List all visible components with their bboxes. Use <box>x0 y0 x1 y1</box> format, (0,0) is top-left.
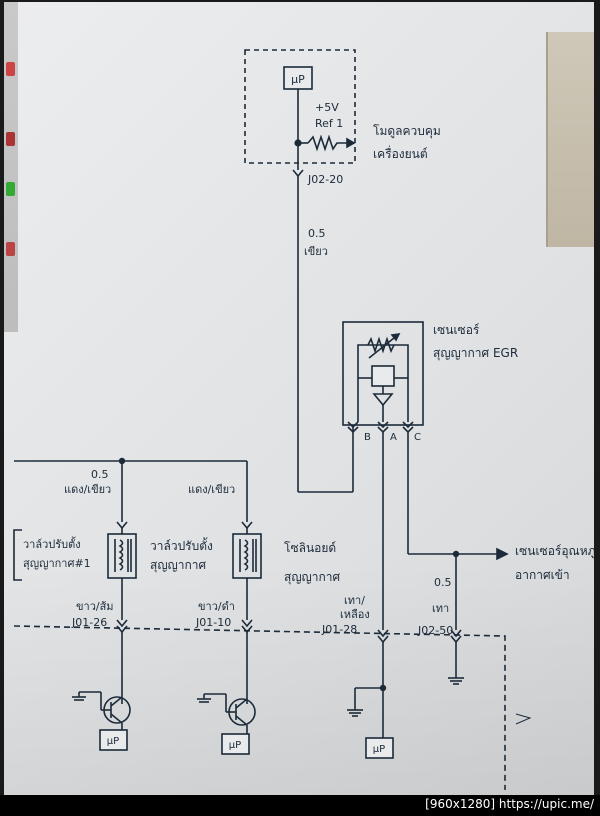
pin-j01-28: J01-28 <box>321 623 357 636</box>
wire-color-label: เขียว <box>304 245 328 258</box>
red-marker <box>6 132 15 146</box>
pin-a-label: A <box>390 432 397 443</box>
valve-label-line1: วาล์วปรับตั้ง <box>150 537 213 553</box>
egr-sensor-chip <box>371 365 395 387</box>
solenoid-label-line1: โซลินอยด์ <box>284 541 336 555</box>
microprocessor-box <box>99 729 128 751</box>
mu-label: µP <box>373 744 385 755</box>
ecm-mu-label: µP <box>291 73 305 86</box>
pin3-color-line2: เหลือง <box>340 608 370 621</box>
background-panel <box>546 32 594 247</box>
left-wire-gauge: 0.5 <box>91 468 109 481</box>
junction-dot <box>452 550 460 558</box>
wire-gauge-label: 0.5 <box>308 227 326 240</box>
left-edge-strip <box>4 2 18 332</box>
egr-sensor-label-line2: สุญญากาศ EGR <box>433 346 518 361</box>
ecm-label-line2: เครื่องยนต์ <box>373 145 428 161</box>
red-marker <box>6 62 15 76</box>
ecm-dashed-box <box>244 49 356 164</box>
intake-sensor-label-line2: อากาศเข้า <box>515 568 570 582</box>
green-marker <box>6 182 15 196</box>
mu-label: µP <box>107 736 119 747</box>
arrow-mark <box>515 713 532 725</box>
footer-bar <box>0 795 600 816</box>
pin-j02-50: J02-50 <box>417 624 453 637</box>
red-marker <box>6 242 15 256</box>
egr-sensor-box <box>342 321 424 426</box>
left-wire-color-2: แดง/เขียว <box>188 483 235 496</box>
left-wire-color-1: แดง/เขียว <box>64 483 111 496</box>
pin-j01-10: J01-10 <box>195 616 231 629</box>
microprocessor-box <box>365 737 394 759</box>
ecm-lower-boundary <box>13 625 506 790</box>
partial-valve-label-line1: วาล์วปรับตั้ง <box>23 536 81 551</box>
pin-c-label: C <box>414 432 421 443</box>
wiring-diagram: µP +5V Ref 1 โมดูลควบคุม เครื่องยนต์ J02… <box>13 49 594 790</box>
egr-sensor-label-line1: เซนเซอร์ <box>433 323 480 337</box>
shadow <box>4 562 594 795</box>
partial-valve-label-line2: สุญญากาศ#1 <box>23 557 91 570</box>
pin4-color: เทา <box>432 602 449 615</box>
watermark-text: [960x1280] https://upic.me/ <box>425 797 594 811</box>
pin4-gauge: 0.5 <box>434 576 452 589</box>
pin3-color-line1: เทา/ <box>344 594 365 607</box>
pin-j01-26: J01-26 <box>71 616 107 629</box>
pin-b-label: B <box>364 432 371 443</box>
mu-label: µP <box>229 740 241 751</box>
valve-label-line2: สุญญากาศ <box>150 558 207 573</box>
junction-dot <box>118 457 126 465</box>
pin-j02-20: J02-20 <box>307 173 343 186</box>
pin2-color: ขาว/ดำ <box>198 600 235 613</box>
reference-label: Ref 1 <box>315 117 343 130</box>
ecm-label-line1: โมดูลควบคุม <box>373 124 441 139</box>
photo-area: µP +5V Ref 1 โมดูลควบคุม เครื่องยนต์ J02… <box>4 2 594 795</box>
microprocessor-box <box>221 733 250 755</box>
supply-voltage-label: +5V <box>315 101 339 114</box>
pin1-color: ขาว/ส้ม <box>76 600 114 613</box>
junction-dot <box>294 139 302 147</box>
solenoid-label-line2: สุญญากาศ <box>284 570 341 585</box>
intake-sensor-label-line1: เซนเซอร์อุณหภู <box>515 544 594 559</box>
junction-dot <box>379 684 387 692</box>
